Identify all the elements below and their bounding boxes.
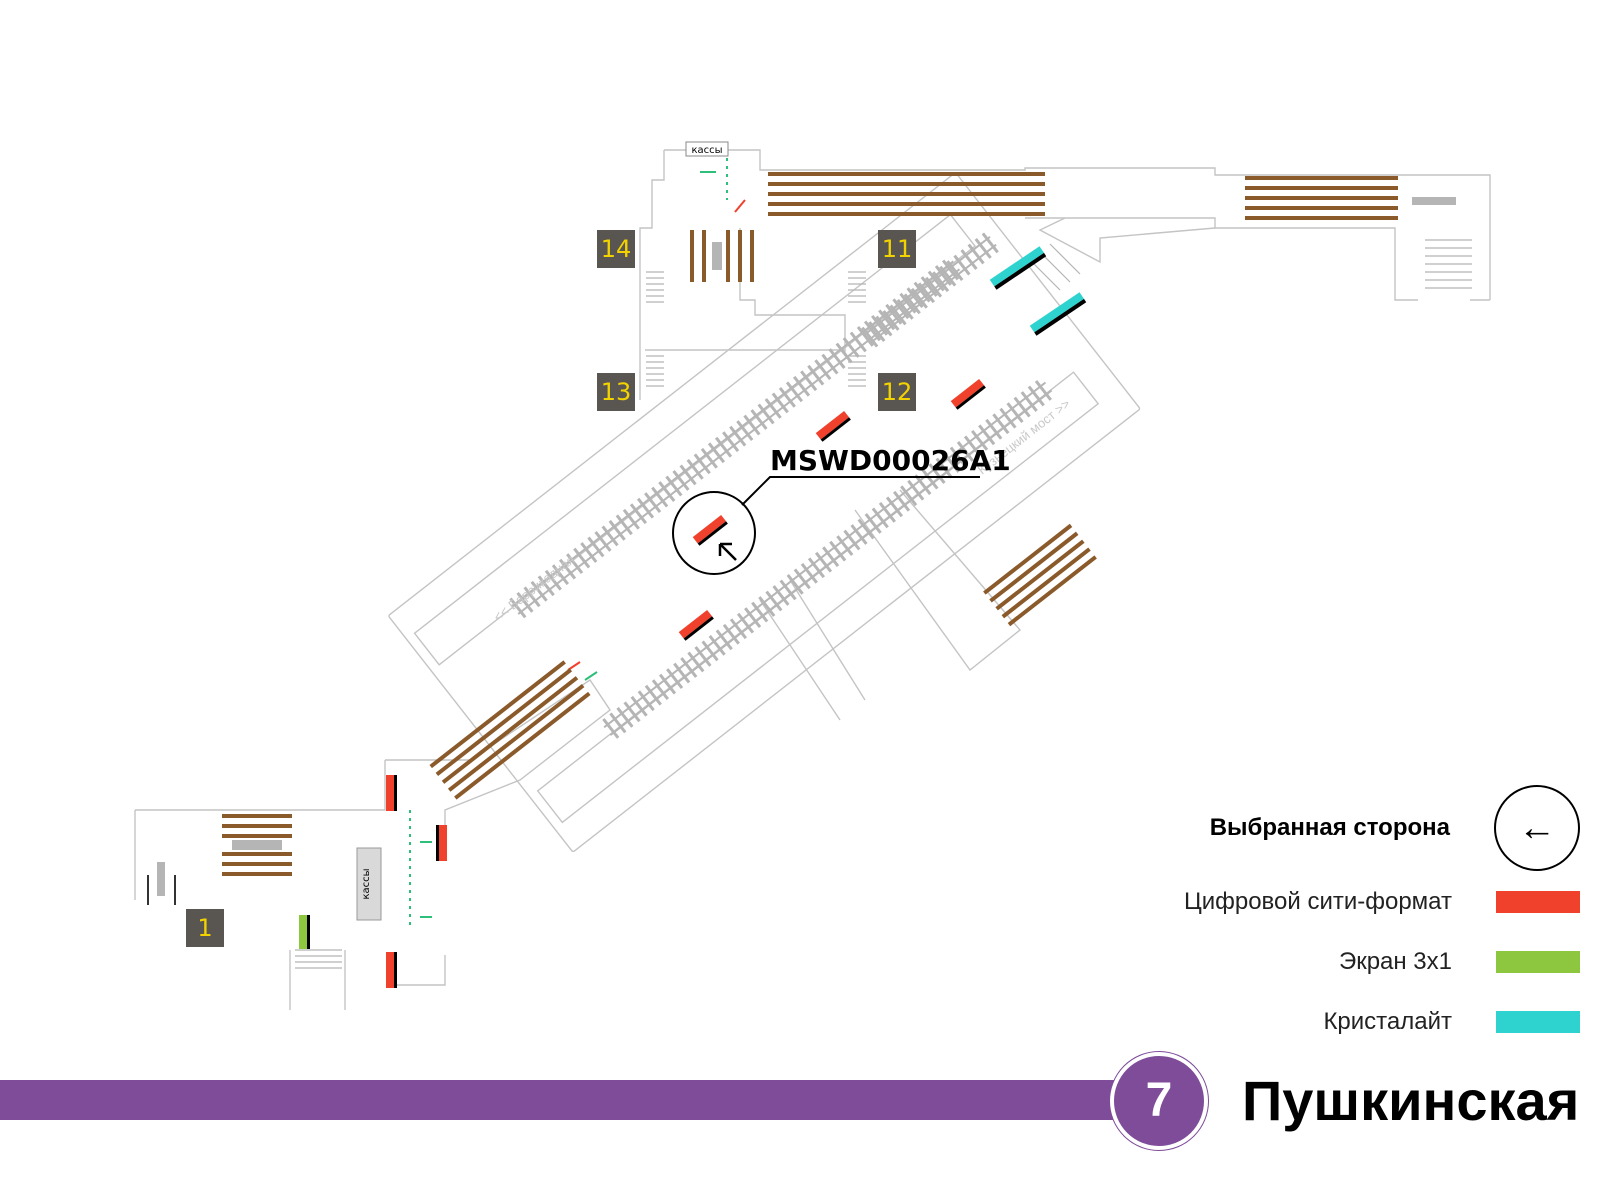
selected-panel-callout: MSWD00026A1	[672, 444, 1011, 575]
legend-swatch-red	[1496, 891, 1580, 913]
escalator-diagonal-bottom	[429, 660, 591, 800]
legend-label-digital-city: Цифровой сити-формат	[1183, 888, 1452, 915]
legend-item-kristalight: Кристалайт	[1323, 1002, 1580, 1042]
kristalight-panel	[989, 246, 1047, 290]
exit-11: 11	[878, 230, 916, 268]
handrail-bar	[157, 862, 165, 896]
legend-swatch-cyan	[1496, 1011, 1580, 1033]
legend-item-screen-3x1: Экран 3х1	[1339, 942, 1580, 982]
escalator-top-long	[768, 172, 1045, 216]
callout-leader-line	[741, 476, 980, 506]
exit-1: 1	[186, 909, 224, 947]
escalator-vertical-top	[690, 230, 754, 282]
direction-arrows	[147, 171, 746, 918]
escalator-top-right	[1245, 176, 1398, 220]
digital-city-panel	[386, 952, 397, 988]
screen-3x1-panel	[299, 915, 310, 949]
kristalight-panel	[1029, 292, 1087, 336]
escalator-divider	[712, 242, 722, 270]
legend: Выбранная сторона ← Цифровой сити-формат…	[1080, 770, 1580, 1040]
arrow-up-left-icon	[718, 542, 737, 561]
turnstiles	[409, 158, 728, 930]
selected-digital-city-panel	[692, 514, 728, 546]
track-upper	[507, 255, 964, 620]
station-outline	[134, 149, 1491, 1010]
legend-label-kristalight: Кристалайт	[1323, 1008, 1452, 1035]
service-bar	[1412, 197, 1456, 205]
stairs	[295, 239, 1472, 969]
escalator-diagonal-right	[983, 523, 1097, 627]
ticket-office-top: кассы	[685, 141, 729, 157]
digital-city-panel	[436, 825, 447, 861]
arrow-left-in-circle-icon: ←	[1494, 785, 1580, 871]
legend-item-digital-city: Цифровой сити-формат	[1184, 882, 1580, 922]
escalator-divider-bottom	[232, 840, 282, 850]
station-name: Пушкинская	[1242, 1069, 1580, 1132]
line-number-badge: 7	[1110, 1052, 1208, 1150]
legend-label-screen-3x1: Экран 3х1	[1338, 948, 1452, 975]
exit-12: 12	[878, 373, 916, 411]
ticket-office-bottom: кассы	[356, 847, 382, 921]
selected-panel-code: MSWD00026A1	[770, 444, 1011, 477]
svg-text:кассы: кассы	[691, 145, 722, 156]
escalator-bottom-left	[222, 814, 292, 876]
legend-swatch-green	[1496, 951, 1580, 973]
exit-13: 13	[597, 373, 635, 411]
digital-city-panel	[950, 378, 986, 410]
track-lower	[599, 377, 1056, 741]
svg-text:кассы: кассы	[361, 868, 372, 899]
legend-selected-side: Выбранная сторона ←	[1210, 785, 1580, 871]
digital-city-panel	[678, 609, 714, 641]
digital-city-panel	[815, 410, 851, 442]
digital-city-panel	[386, 775, 397, 811]
legend-selected-side-label: Выбранная сторона	[1209, 814, 1450, 841]
metro-line-bar	[0, 1080, 1140, 1120]
track-upper-right	[859, 231, 1001, 349]
exit-14: 14	[597, 230, 635, 268]
